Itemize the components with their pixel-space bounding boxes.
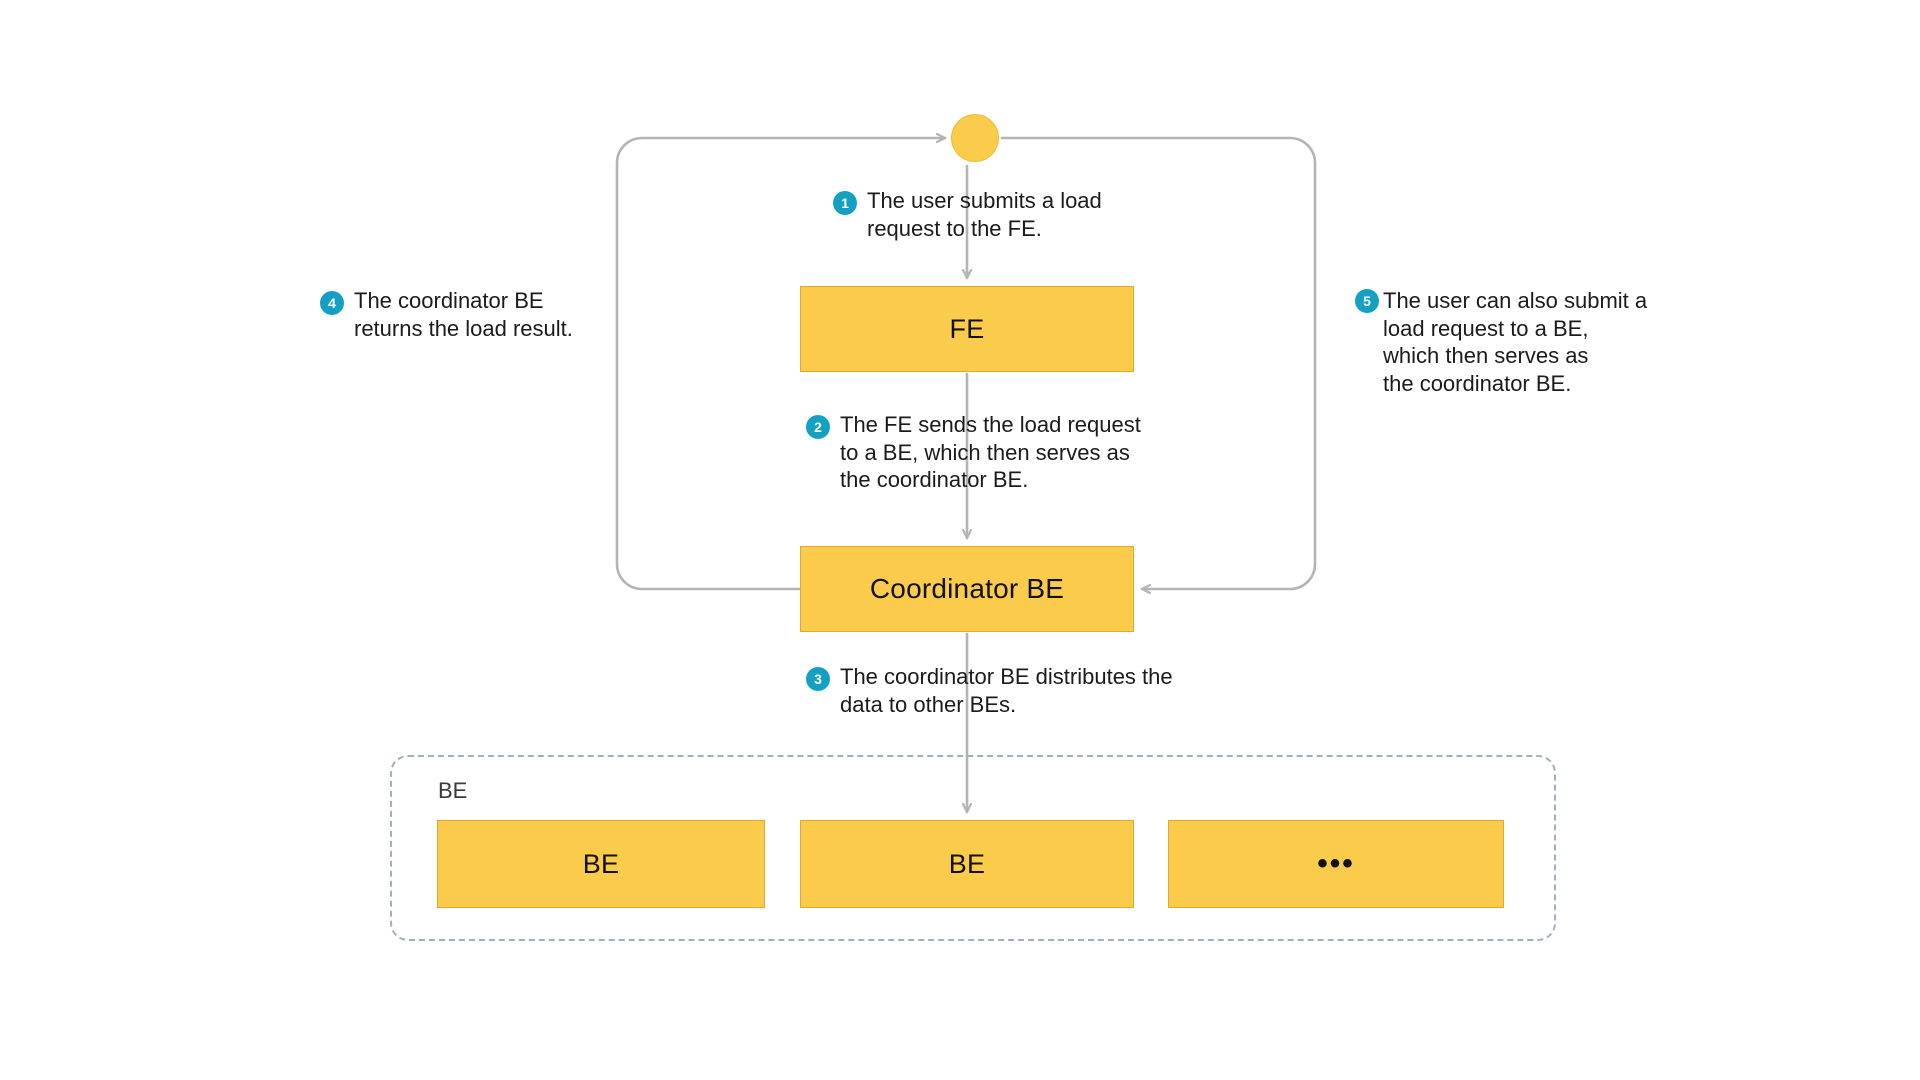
- step-badge-5: 5: [1355, 289, 1379, 313]
- node-be-2[interactable]: BE: [800, 820, 1134, 908]
- annotation-step-3-text: The coordinator BE distributes the data …: [840, 664, 1173, 717]
- start-node[interactable]: [951, 114, 999, 162]
- annotation-step-1-text: The user submits a load request to the F…: [867, 188, 1102, 241]
- annotation-step-2-text: The FE sends the load request to a BE, w…: [840, 412, 1141, 492]
- be-group-label: BE: [438, 778, 468, 803]
- node-fe[interactable]: FE: [800, 286, 1134, 372]
- node-coordinator-be[interactable]: Coordinator BE: [800, 546, 1134, 632]
- node-be-more-label: •••: [1317, 847, 1355, 880]
- annotation-step-2: 2 The FE sends the load request to a BE,…: [806, 411, 1141, 494]
- node-be-more[interactable]: •••: [1168, 820, 1504, 908]
- annotation-step-5: 5 The user can also submit a load reques…: [1355, 287, 1673, 397]
- node-be-1[interactable]: BE: [437, 820, 765, 908]
- node-coordinator-be-label: Coordinator BE: [869, 573, 1065, 604]
- annotation-step-4-text: The coordinator BE returns the load resu…: [354, 288, 573, 341]
- annotation-step-5-text: The user can also submit a load request …: [1383, 288, 1648, 396]
- annotation-step-4: 4 The coordinator BE returns the load re…: [320, 287, 574, 342]
- node-be-2-label: BE: [948, 848, 986, 879]
- node-fe-label: FE: [949, 313, 985, 344]
- step-badge-4: 4: [320, 291, 344, 315]
- node-be-1-label: BE: [582, 848, 620, 879]
- step-badge-3: 3: [806, 667, 830, 691]
- annotation-step-3: 3 The coordinator BE distributes the dat…: [806, 663, 1173, 718]
- be-group-container: [390, 755, 1556, 941]
- step-badge-2: 2: [806, 415, 830, 439]
- annotation-step-1: 1 The user submits a load request to the…: [833, 187, 1102, 242]
- step-badge-1: 1: [833, 191, 857, 215]
